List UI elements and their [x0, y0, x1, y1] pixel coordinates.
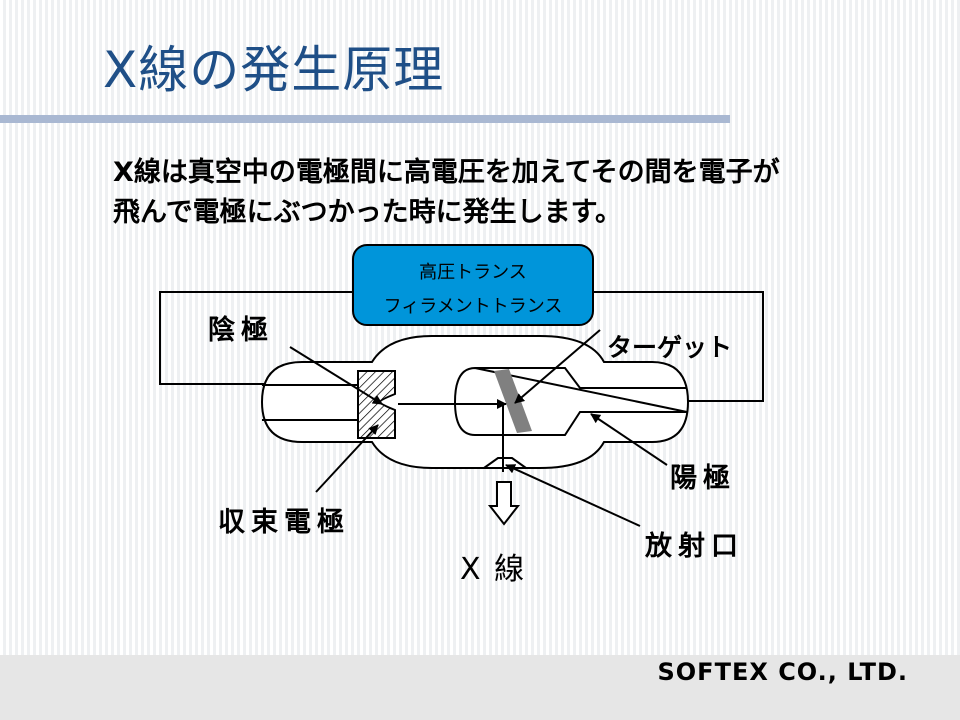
focusing-leader — [315, 424, 379, 493]
transformer-label-2: フィラメントトランス — [384, 296, 563, 317]
description-line-1: X線は真空中の電極間に高電圧を加えてその間を電子が — [113, 157, 780, 188]
circuit-wire — [159, 291, 764, 402]
transformer-label-1: 高圧トランス — [419, 262, 527, 283]
xray-label: X 線 — [460, 552, 526, 587]
window-leader — [505, 464, 641, 527]
anode-body — [453, 366, 688, 436]
transformer-box — [352, 244, 594, 326]
cathode-label: 陰極 — [208, 314, 274, 346]
footer-band — [0, 655, 960, 720]
title-divider — [0, 115, 730, 123]
window-label: 放射口 — [644, 530, 744, 562]
anode-label: 陽極 — [670, 463, 736, 494]
cathode-leader — [289, 346, 383, 405]
company-footer: SOFTEX CO., LTD. — [657, 658, 908, 686]
radiation-window — [483, 457, 527, 469]
focusing-electrode-label: 収束電極 — [218, 507, 350, 538]
anode-leader — [590, 413, 668, 466]
xray-output-arrow — [487, 481, 521, 526]
description: X線は真空中の電極間に高電圧を加えてその間を電子が 飛んで電極にぶつかった時に発… — [113, 153, 933, 233]
target-leader — [514, 329, 601, 404]
description-line-2: 飛んで電極にぶつかった時に発生します。 — [113, 197, 622, 228]
page-title: X線の発生原理 — [103, 41, 445, 99]
target — [494, 369, 532, 433]
target-label: ターゲット — [607, 333, 732, 362]
